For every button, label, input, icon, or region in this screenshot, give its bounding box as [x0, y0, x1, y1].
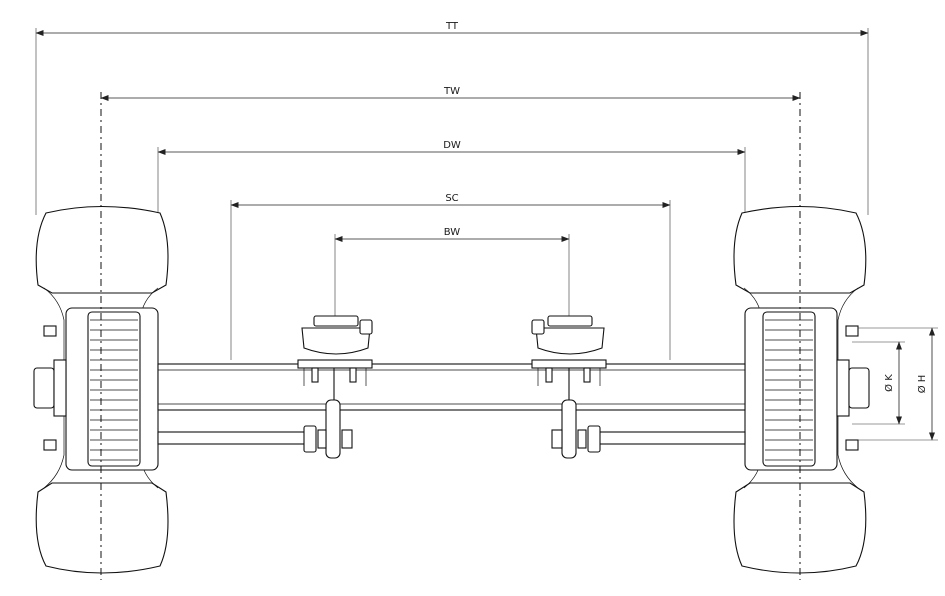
label-tw: TW: [443, 86, 460, 97]
camshafts: [157, 431, 746, 445]
left-stud-upper: [43, 325, 57, 337]
left-drum-fins: [90, 319, 138, 461]
label-h: Ø H: [916, 375, 928, 394]
label-bw: BW: [444, 227, 461, 238]
left-camshaft: [157, 431, 309, 445]
axle-beam: [157, 363, 746, 411]
dimension-dw: DW: [157, 140, 746, 290]
right-stud-lower: [845, 439, 859, 451]
dimension-bw: BW: [334, 227, 570, 318]
dimension-tw: TW: [100, 86, 801, 101]
right-hub-cap: [848, 367, 870, 409]
left-tire-upper: [35, 206, 169, 294]
left-stud-lower: [43, 439, 57, 451]
left-tire-lower: [35, 482, 169, 574]
left-wheel: [33, 92, 169, 580]
right-slack-adjuster: [561, 399, 577, 459]
dimension-sc: SC: [230, 193, 671, 360]
right-brake-chamber: [531, 315, 607, 459]
right-camshaft: [594, 431, 746, 445]
left-brake-chamber: [297, 315, 373, 459]
right-drum-fins: [765, 319, 813, 461]
left-hub-cap: [33, 367, 55, 409]
label-tt: TT: [445, 21, 459, 32]
right-tire-lower: [733, 482, 867, 574]
label-sc: SC: [445, 193, 458, 204]
label-dw: DW: [443, 140, 461, 151]
right-wheel: [733, 92, 870, 580]
dimension-tt: TT: [35, 21, 869, 215]
right-stud-upper: [845, 325, 859, 337]
label-k: Ø K: [883, 374, 895, 392]
dimension-h: Ø H: [858, 327, 938, 441]
left-slack-adjuster: [325, 399, 341, 459]
dimension-k: Ø K: [852, 341, 905, 425]
